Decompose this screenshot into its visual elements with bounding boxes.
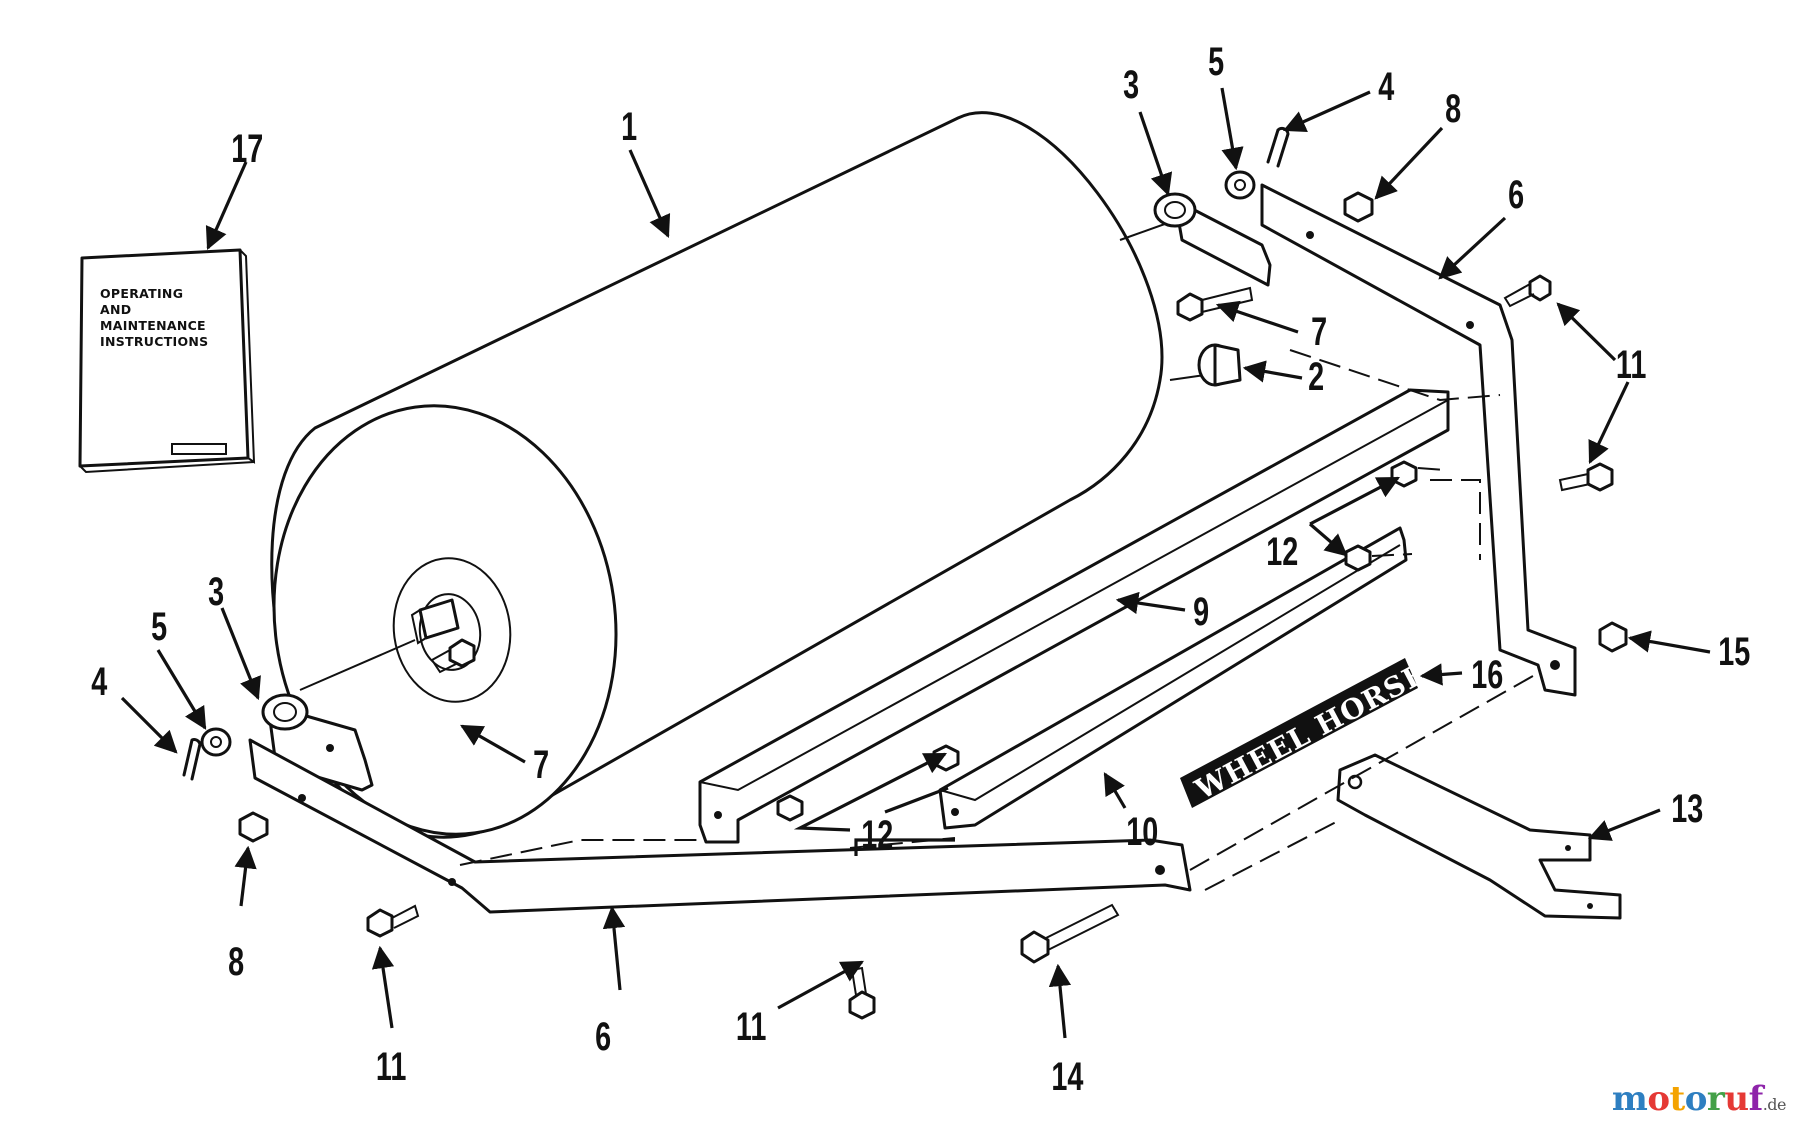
callout-12b: 12: [861, 812, 893, 857]
callout-4a: 4: [1378, 64, 1395, 109]
callout-5b: 5: [151, 604, 167, 649]
hitch: [1336, 753, 1622, 920]
callout-14: 14: [1051, 1054, 1084, 1099]
callout-arrows: [120, 87, 1711, 1039]
callout-17: 17: [231, 126, 263, 171]
angle-bar: [938, 526, 1408, 830]
callout-11b: 11: [376, 1044, 406, 1089]
roller-drum: [270, 111, 1164, 839]
callout-16: 16: [1471, 652, 1503, 697]
callout-3a: 3: [1123, 62, 1139, 107]
wheel-cap: [1197, 343, 1242, 387]
callout-10: 10: [1126, 809, 1158, 854]
watermark-letter: m: [1611, 1079, 1648, 1119]
operating-manual: OPERATING AND MAINTENANCE INSTRUCTIONS: [78, 248, 256, 474]
callout-9: 9: [1193, 589, 1209, 634]
watermark-letter: f: [1748, 1079, 1764, 1119]
watermark-logo: motoruf.de: [1612, 1079, 1787, 1119]
callout-8a: 8: [1445, 86, 1461, 131]
callout-15: 15: [1718, 629, 1750, 674]
manual-line-4: INSTRUCTIONS: [100, 334, 208, 349]
callout-5a: 5: [1208, 39, 1224, 84]
watermark-letter: u: [1724, 1079, 1749, 1119]
cross-channel: [698, 388, 1450, 844]
callout-13: 13: [1671, 786, 1703, 831]
left-drawbar: [248, 738, 1192, 914]
manual-line-1: OPERATING: [100, 286, 183, 301]
watermark-letter: t: [1669, 1079, 1686, 1119]
callout-1: 1: [621, 104, 637, 149]
manual-line-3: MAINTENANCE: [100, 318, 206, 333]
callout-4b: 4: [91, 659, 108, 704]
callout-11a: 11: [1616, 342, 1646, 387]
callout-2: 2: [1308, 354, 1324, 399]
callout-labels: 1 2 3 3 4 4 5 5 6 6 7 7 8 8 9 10 11 11 1…: [91, 39, 1750, 1099]
assembly-lines: [459, 349, 1541, 891]
manual-line-2: AND: [100, 302, 131, 317]
right-bracket: [1153, 192, 1272, 287]
callout-8b: 8: [228, 939, 244, 984]
watermark-letter: o: [1647, 1079, 1670, 1119]
watermark-domain: .de: [1762, 1095, 1787, 1114]
callout-12a: 12: [1266, 529, 1298, 574]
watermark-letter: o: [1684, 1079, 1708, 1119]
watermark-brand: motoruf: [1612, 1079, 1763, 1119]
callout-6b: 6: [595, 1014, 611, 1059]
callout-7a: 7: [1311, 309, 1327, 354]
right-drawbar: [1260, 183, 1577, 697]
callout-11c: 11: [736, 1004, 766, 1049]
callout-6a: 6: [1508, 172, 1524, 217]
callout-7b: 7: [533, 742, 549, 787]
callout-3b: 3: [208, 569, 224, 614]
watermark-letter: r: [1706, 1079, 1725, 1119]
hardware: [182, 126, 1628, 1020]
